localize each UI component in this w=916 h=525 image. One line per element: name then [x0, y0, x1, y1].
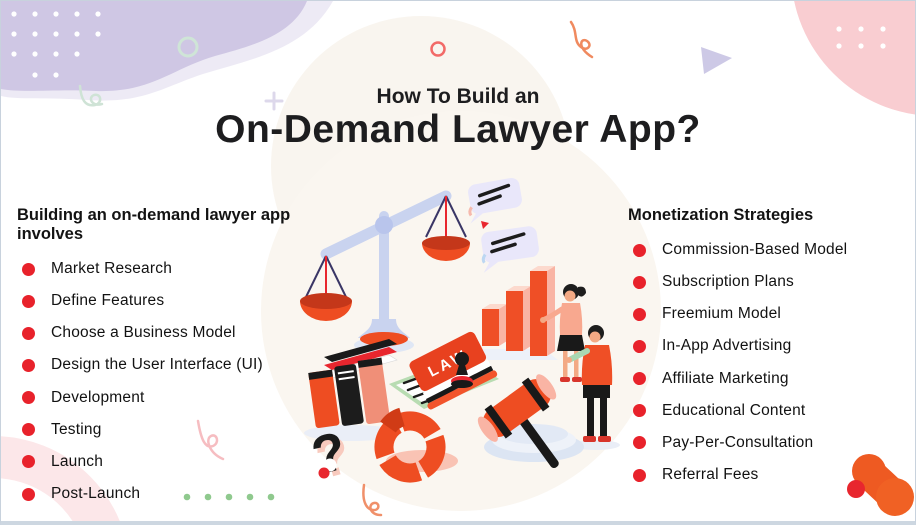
list-item: Affiliate Marketing [633, 363, 915, 395]
list-item: Choose a Business Model [22, 317, 327, 349]
mint-circle-icon [177, 36, 199, 58]
monetization-section: Monetization Strategies Commission-Based… [628, 206, 915, 491]
lavender-blob [1, 1, 333, 101]
woman-figure [540, 284, 586, 382]
list-item: Define Features [22, 285, 327, 317]
gavel-icon [477, 374, 584, 469]
man-figure [566, 325, 613, 442]
red-circle-icon [430, 41, 446, 57]
bullet-icon [22, 455, 35, 469]
list-item: Pay-Per-Consultation [633, 427, 915, 459]
list-item: Post-Launch [22, 478, 327, 510]
books-icon [308, 339, 398, 429]
list-item: Subscription Plans [633, 266, 915, 298]
speech-bubbles-icon [468, 177, 539, 273]
page-title: On-Demand Lawyer App? [215, 108, 701, 151]
bullet-icon [633, 243, 646, 257]
bullet-icon [633, 436, 646, 450]
dots-pattern [11, 11, 101, 78]
monetization-header: Monetization Strategies [628, 206, 814, 224]
bullet-icon [22, 358, 35, 372]
stamp-icon [451, 352, 473, 388]
list-item: Freemium Model [633, 298, 915, 330]
lavender-triangle-icon [701, 47, 732, 74]
bullet-icon [633, 372, 646, 386]
shadow [572, 440, 620, 450]
monetization-list: Commission-Based Model Subscription Plan… [628, 234, 915, 491]
build-steps-list: Market Research Define Features Choose a… [17, 253, 327, 510]
pink-blob [794, 1, 915, 115]
bullet-icon [633, 468, 646, 482]
list-item: Commission-Based Model [633, 234, 915, 266]
bullet-icon [22, 326, 35, 340]
list-item: In-App Advertising [633, 330, 915, 362]
bar-chart-icon [474, 266, 558, 360]
bullet-icon [633, 275, 646, 289]
bullet-icon [22, 423, 35, 437]
pink-squiggle-icon [196, 419, 225, 461]
list-item: Market Research [22, 253, 327, 285]
lawyer-illustration: LAW [300, 177, 620, 491]
plus-icon [264, 91, 284, 111]
bullet-icon [633, 404, 646, 418]
title-line1: How To Build an [376, 85, 540, 108]
list-item: Testing [22, 414, 327, 446]
list-item: Educational Content [633, 395, 915, 427]
bullet-icon [22, 294, 35, 308]
list-item: Development [22, 382, 327, 414]
orange-peanut-blob [847, 454, 914, 516]
bullet-icon [22, 487, 35, 501]
green-dots-row [183, 493, 275, 501]
red-arrow-icon [481, 221, 489, 229]
build-steps-header: Building an on-demand lawyer app involve… [17, 206, 291, 243]
mint-squiggle-icon [78, 84, 104, 107]
orange-squiggle-icon [569, 20, 594, 59]
bullet-icon [22, 262, 35, 276]
build-steps-section: Building an on-demand lawyer app involve… [17, 206, 327, 510]
bullet-icon [633, 307, 646, 321]
bullet-icon [22, 391, 35, 405]
red-dot-icon [847, 480, 865, 498]
list-item: Referral Fees [633, 459, 915, 491]
dots-pattern [836, 26, 886, 49]
donut-chart-icon [374, 407, 458, 483]
bullet-icon [633, 339, 646, 353]
list-item: Design the User Interface (UI) [22, 349, 327, 381]
red-dot-icon [318, 467, 330, 479]
orange-squiggle-icon [362, 483, 383, 517]
list-item: Launch [22, 446, 327, 478]
